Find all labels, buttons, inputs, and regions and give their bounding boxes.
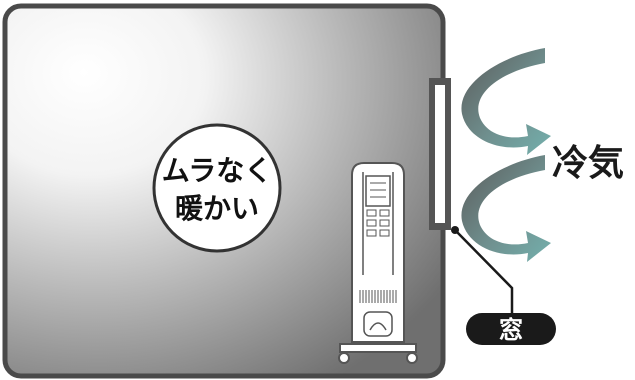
window-label-text: 窓 — [499, 316, 523, 344]
badge-line-2: 暖かい — [175, 192, 259, 225]
window-callout-line — [451, 226, 514, 313]
cold-air-label: 冷気 — [552, 143, 624, 184]
window-label: 窓 — [466, 313, 556, 345]
window-frame — [429, 78, 451, 230]
warmth-badge: ムラなく 暖かい — [152, 123, 282, 253]
oil-heater-icon — [338, 162, 418, 364]
cold-air-arrow-bottom — [461, 155, 551, 262]
cold-air-arrow-top — [461, 48, 551, 155]
badge-line-1: ムラなく — [162, 154, 273, 187]
